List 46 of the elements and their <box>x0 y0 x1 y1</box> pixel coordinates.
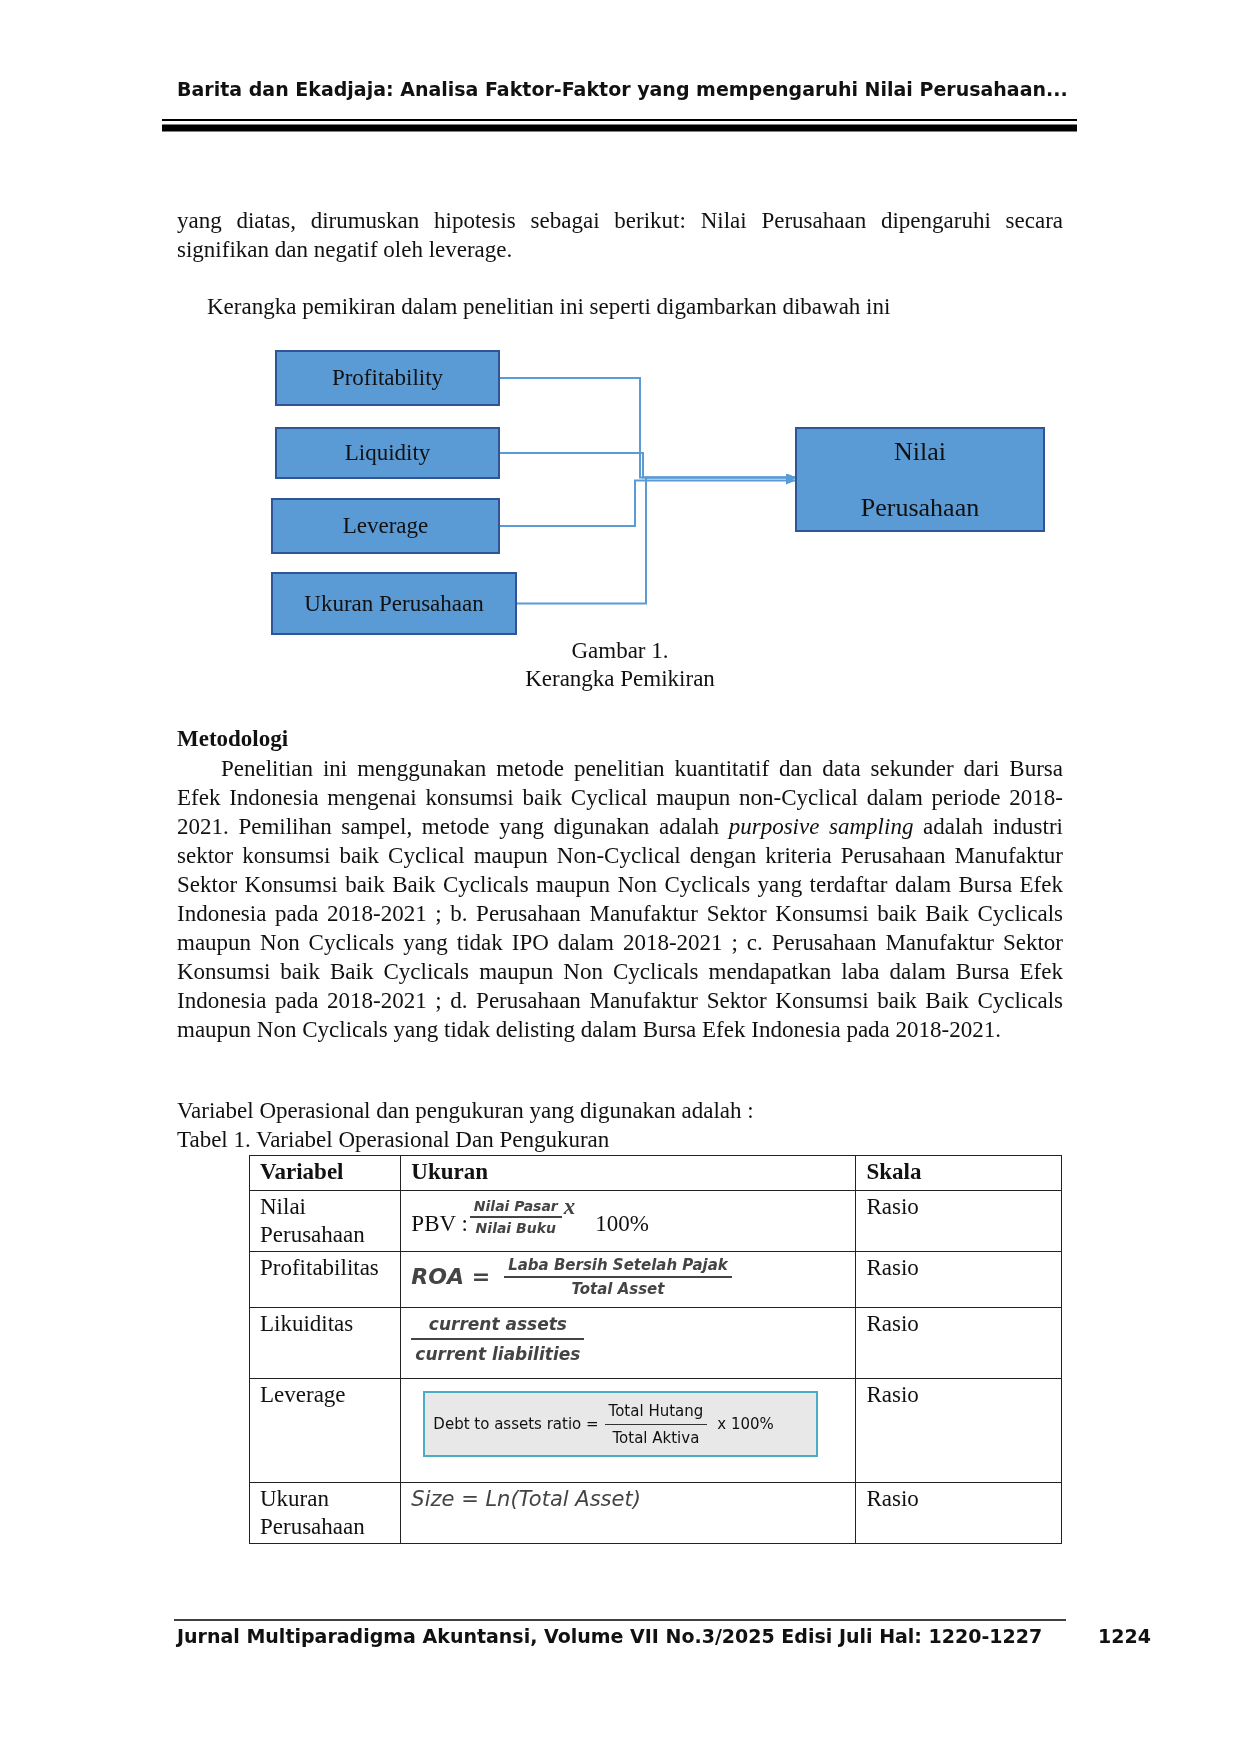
variable-name: Ukuran Perusahaan <box>260 1486 365 1539</box>
table-caption: Tabel 1. Variabel Operasional Dan Pengukuran <box>177 1127 610 1153</box>
formula-denominator: Total Asset <box>570 1279 666 1300</box>
column-header: Skala <box>866 1159 922 1184</box>
arrow <box>516 473 796 605</box>
paragraph: yang diatas, dirumuskan hipotesis sebagai berikut: Nilai Perusahaan dipengaruhi secara signifikan dan negatif oleh leverage. <box>177 207 1063 264</box>
scale-value: Rasio <box>866 1255 919 1280</box>
formula-text: 100% <box>595 1211 649 1237</box>
header-title: Barita dan Ekadjaja: Analisa Faktor-Faktor yang mempengaruhi Nilai Perusahaan... <box>177 78 1068 100</box>
variable-name: Profitabilitas <box>260 1255 379 1280</box>
column-header: Variabel <box>260 1159 344 1184</box>
paragraph: Penelitian ini menggunakan metode penelitian kuantitatif dan data sekunder dari Bursa Efek Indonesia mengenai konsumsi baik Cyclical maupun non-Cyclical dalam periode 2018-2021. Pemilihan sampel, metode yang digunakan adalah purposive sampling adalah industri sektor konsumsi baik Cyclical maupun Non-Cyclical dengan kriteria Perusahaan Manufaktur Sektor Konsumsi baik Baik Cyclicals maupun Non Cyclicals yang terdaftar dalam Bursa Efek Indonesia pada 2018-2021 ; b. Perusahaan Manufaktur Sektor Konsumsi baik Baik Cyclicals maupun Non Cyclicals yang tidak IPO dalam 2018-2021 ; c. Perusahaan Manufaktur Sektor Konsumsi baik Baik Cyclicals maupun Non Cyclicals mendapatkan laba dalam Bursa Efek Indonesia pada 2018-2021 ; d. Perusahaan Manufaktur Sektor Konsumsi baik Baik Cyclicals maupun Non Cyclicals yang tidak delisting dalam Bursa Efek Indonesia pada 2018-2021. <box>177 755 1063 1044</box>
scale-value: Rasio <box>866 1311 919 1336</box>
scale-value: Rasio <box>866 1382 919 1407</box>
paragraph: Kerangka pemikiran dalam penelitian ini seperti digambarkan dibawah ini <box>207 294 891 320</box>
variable-box: Liquidity <box>275 427 500 479</box>
column-header: Ukuran <box>411 1159 489 1184</box>
formula-numerator: Total Hutang <box>604 1397 708 1425</box>
arrow <box>499 476 796 527</box>
formula-text: x 100% <box>717 1414 774 1435</box>
variable-box: Profitability <box>275 350 500 406</box>
formula-denominator: current liabilities <box>414 1343 582 1366</box>
scale-value: Rasio <box>866 1486 919 1511</box>
formula-text: x <box>563 1194 576 1219</box>
variable-box: Ukuran Perusahaan <box>271 572 517 635</box>
footer-text: Jurnal Multiparadigma Akuntansi, Volume VII No.3/2025 Edisi Juli Hal: 1220-1227 <box>177 1625 1043 1647</box>
formula-numerator: current assets <box>411 1310 585 1340</box>
variable-name: Leverage <box>260 1382 346 1407</box>
variable-name: Nilai Perusahaan <box>260 1194 365 1247</box>
variable-name: Likuiditas <box>260 1311 354 1336</box>
section-heading: Metodologi <box>177 726 289 752</box>
formula-numerator: Nilai Pasar <box>469 1196 562 1219</box>
formula-text: PBV : <box>411 1211 468 1237</box>
scale-value: Rasio <box>866 1194 919 1219</box>
variable-box: Leverage <box>271 498 500 554</box>
figure-number: Gambar 1. <box>570 638 670 664</box>
formula-text: Size = Ln(Total Asset) <box>411 1487 641 1511</box>
formula-denominator: Nilai Buku <box>474 1219 557 1239</box>
formula-denominator: Total Aktiva <box>611 1427 701 1449</box>
variable-box: Nilai Perusahaan <box>795 427 1045 532</box>
formula-numerator: Laba Bersih Setelah Pajak <box>504 1254 732 1278</box>
formula-text: Debt to assets ratio = <box>433 1414 599 1435</box>
figure-caption: Kerangka Pemikiran <box>524 666 716 692</box>
formula-text: ROA = <box>411 1264 491 1289</box>
paragraph: Variabel Operasional dan pengukuran yang digunakan adalah : <box>177 1098 754 1124</box>
page-number: 1224 <box>1098 1625 1151 1647</box>
